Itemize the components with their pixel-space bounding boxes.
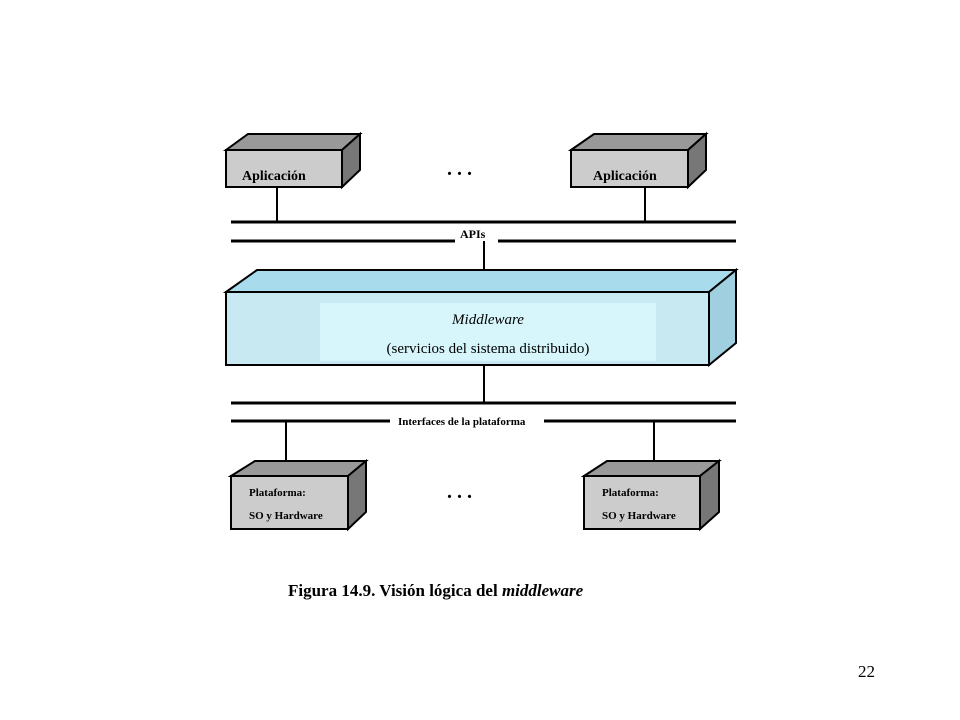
platform-box-right-top (580, 460, 722, 477)
application-box-left: Aplicación (222, 131, 363, 190)
middleware-box-inner-panel (320, 303, 656, 361)
platform-box-right-line1: Plataforma: (602, 487, 659, 499)
figure-caption-emphasis: middleware (501, 581, 584, 600)
application-box-left-front (225, 149, 343, 188)
bottom-ellipsis: . . . (447, 481, 472, 503)
platform-interfaces-label: Interfaces de la plataforma (398, 416, 526, 428)
figure-caption-prefix: Figura 14.9. Visión lógica del (288, 581, 502, 600)
application-box-right-label: Aplicación (593, 169, 657, 184)
application-box-left-top (222, 133, 363, 151)
api-label: APIs (460, 227, 486, 241)
top-ellipsis: . . . (447, 158, 472, 180)
middleware-box-top (222, 269, 739, 293)
application-box-right-front (570, 149, 689, 188)
platform-box-left-line2: SO y Hardware (249, 510, 323, 522)
middleware-box: Middleware (servicios del sistema distri… (222, 267, 739, 368)
platform-box-right-front (583, 475, 701, 530)
application-box-right: Aplicación (567, 131, 709, 190)
platform-box-left-top (227, 460, 369, 477)
platform-box-left-line1: Plataforma: (249, 487, 306, 499)
figure-caption: Figura 14.9. Visión lógica del middlewar… (288, 581, 583, 601)
middleware-title: Middleware (451, 312, 524, 328)
platform-box-left-front (230, 475, 349, 530)
platform-box-right-line2: SO y Hardware (602, 510, 676, 522)
application-box-right-top (567, 133, 709, 151)
platform-box-left: Plataforma: SO y Hardware (227, 458, 369, 532)
application-box-left-label: Aplicación (242, 169, 306, 184)
platform-box-right: Plataforma: SO y Hardware (580, 458, 722, 532)
page-number: 22 (858, 662, 875, 681)
middleware-subtitle: (servicios del sistema distribuido) (387, 341, 590, 357)
